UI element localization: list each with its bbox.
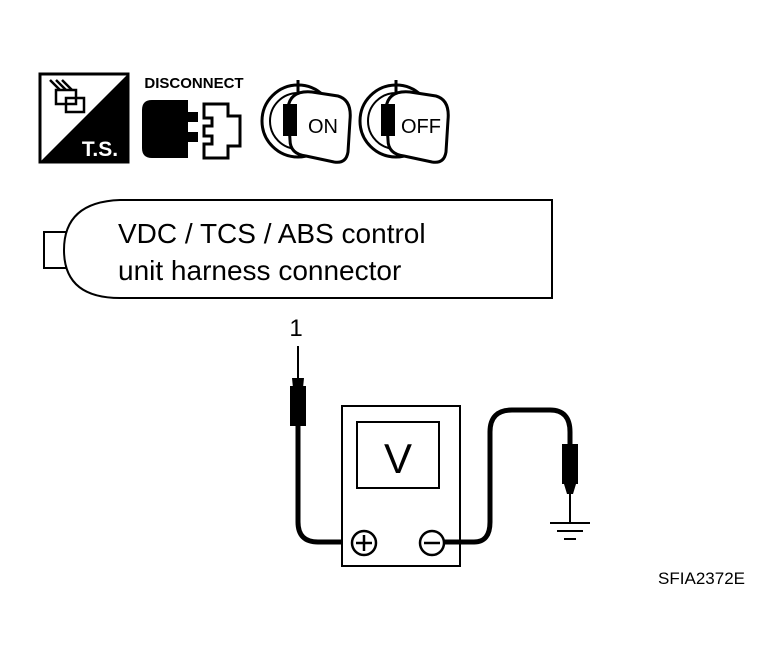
negative-probe [444,407,578,545]
plus-terminal-icon [350,529,378,557]
minus-terminal-icon [418,529,446,557]
voltmeter: V [341,405,461,567]
harness-connector: VDC / TCS / ABS control unit harness con… [43,199,553,299]
meter-unit-label: V [384,435,412,482]
ignition-off-label: OFF [401,116,441,138]
ts-label: T.S. [82,138,118,161]
connector-name-line2: unit harness connector [118,255,401,286]
ground-icon [550,522,590,540]
positive-probe [290,346,350,545]
ignition-on-label: ON [308,116,338,138]
ignition-on-icon: ON [260,80,352,164]
terminal-number: 1 [289,315,302,342]
connector-name-line1: VDC / TCS / ABS control [118,218,426,249]
ts-icon: T.S. [38,72,130,164]
disconnect-icon: DISCONNECT [142,75,244,160]
figure-code: SFIA2372E [658,569,745,588]
disconnect-label: DISCONNECT [144,75,243,92]
ignition-off-icon: OFF [358,80,450,164]
